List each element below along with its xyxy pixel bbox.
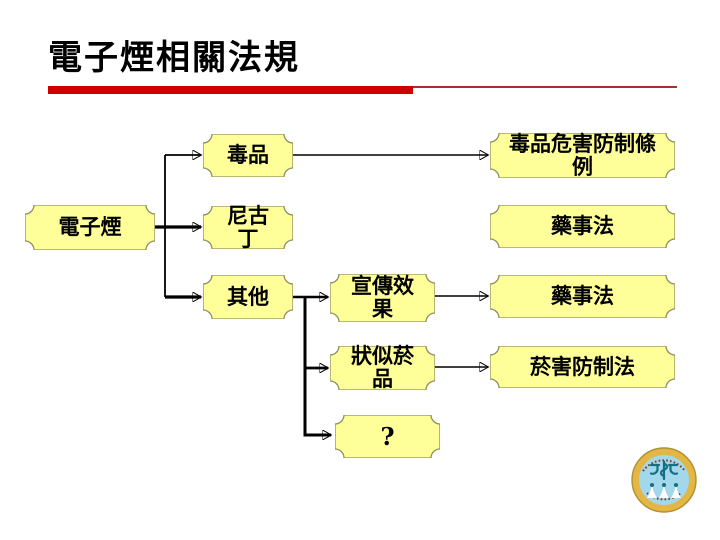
node-drug-hazard-prevention-act: 毒品危害防制條 例 <box>490 130 675 179</box>
node-label: 尼古 丁 <box>227 202 269 251</box>
node-label: 其他 <box>227 283 269 309</box>
page-title: 電子煙相關法規 <box>48 38 300 78</box>
node-label: ? <box>380 421 395 451</box>
doh-seal-logo <box>631 447 697 513</box>
node-label: 毒品危害防制條 例 <box>509 130 656 179</box>
node-label: 宣傳效 果 <box>351 273 414 321</box>
node-e-cigarette: 電子煙 <box>25 205 155 250</box>
node-pharmaceutical-affairs-act-2: 藥事法 <box>490 275 675 318</box>
node-label: 毒品 <box>227 142 269 168</box>
node-nicotine: 尼古 丁 <box>203 202 293 251</box>
node-other: 其他 <box>203 275 293 319</box>
node-advertising-effect: 宣傳效 果 <box>330 274 435 322</box>
node-pharmaceutical-affairs-act-1: 藥事法 <box>490 205 675 248</box>
node-label: 電子煙 <box>58 214 122 240</box>
title-underline-rule <box>413 86 677 88</box>
node-label: 菸害防制法 <box>530 353 635 379</box>
node-label: 藥事法 <box>551 213 614 239</box>
node-label: 狀似菸 品 <box>351 343 414 391</box>
node-question-mark: ? <box>335 415 440 458</box>
title-underline-bar <box>48 86 413 94</box>
node-drug: 毒品 <box>203 134 293 177</box>
node-tobacco-hazard-prevention-act: 菸害防制法 <box>490 346 675 388</box>
node-label: 藥事法 <box>551 283 614 309</box>
node-tobacco-like-product: 狀似菸 品 <box>330 343 435 391</box>
